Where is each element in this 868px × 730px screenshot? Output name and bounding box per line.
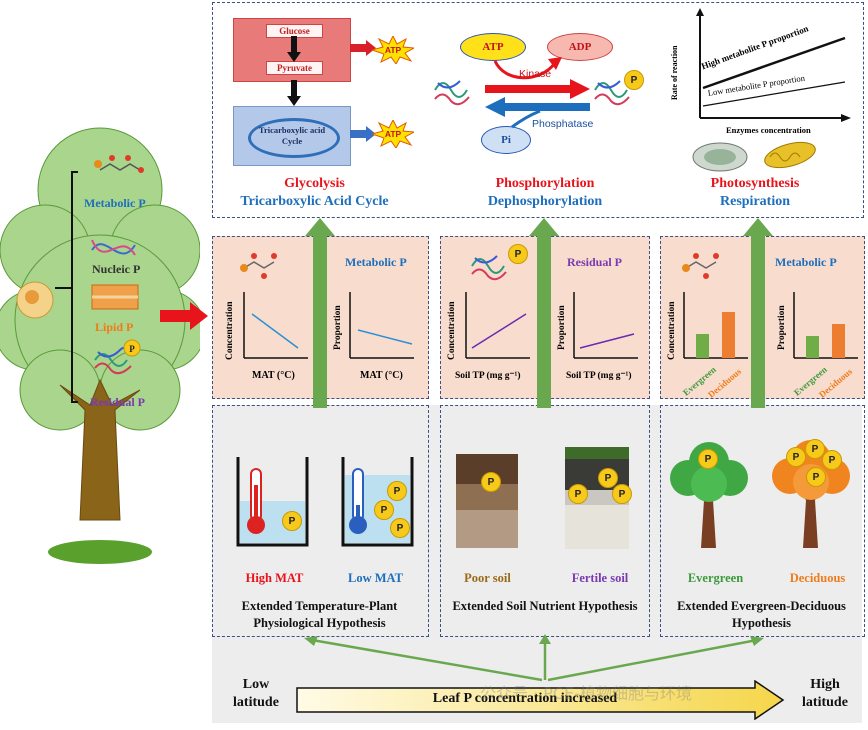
p-badge-icon: P	[387, 481, 407, 501]
panel1-y1: Concentration	[225, 301, 235, 360]
soil-hypothesis-title: Extended Soil Nutrient Hypothesis	[452, 599, 638, 613]
panel3-proportion-chart	[793, 292, 858, 359]
phosphatase-label: Phosphatase	[532, 118, 594, 130]
p-badge-icon: P	[508, 244, 528, 264]
red-arrow-icon	[350, 40, 376, 56]
hypotheses-background	[212, 405, 862, 723]
panel3-y2: Proportion	[777, 305, 787, 350]
panel3-y1: Concentration	[667, 301, 677, 360]
p-badge-icon: P	[624, 70, 644, 90]
down-arrow-icon	[287, 36, 301, 62]
panel2-y1: Concentration	[447, 301, 457, 360]
respiration-title: Respiration	[720, 194, 790, 209]
pyruvate-label: Pyruvate	[266, 61, 323, 75]
enzyme-axis-label: Enzymes concentration	[726, 125, 811, 135]
p-badge-icon: P	[390, 518, 410, 538]
panel2-proportion-chart	[573, 292, 638, 359]
p-badge-icon: P	[282, 511, 302, 531]
panel3-label: Metabolic P	[775, 255, 837, 269]
poor-soil-label: Poor soil	[464, 571, 511, 585]
p-badge-icon: P	[481, 472, 501, 492]
evergreen-hypothesis-title: Extended Evergreen-Deciduous Hypothesis	[677, 599, 846, 630]
panel2-x2: Soil TP (mg g⁻¹)	[566, 371, 632, 381]
kinase-label: Kinase	[519, 68, 552, 80]
deciduous-label: Deciduous	[789, 571, 846, 585]
atp-ellipse: ATP	[460, 33, 526, 61]
poor-soil-column-icon	[456, 454, 518, 548]
down-arrow-icon	[287, 80, 301, 106]
tca-label: Tricarboxylic acid Cycle	[258, 125, 326, 146]
leaf-p-arrow-label: Leaf P concentration increased	[432, 691, 618, 706]
metabolite-molecule-icon	[682, 253, 719, 279]
blue-arrow-icon	[350, 126, 376, 142]
pi-ellipse: Pi	[481, 126, 531, 154]
chloroplast-mitochondria-icon	[692, 141, 816, 172]
p-badge-icon: P	[822, 450, 842, 470]
latitude-gradient-arrow	[296, 680, 785, 720]
label-nucleic-p: Nucleic P	[92, 262, 141, 276]
converging-arrows	[304, 634, 764, 682]
photosynthesis-title: Photosynthesis	[710, 176, 800, 191]
green-up-arrow-icon	[529, 218, 559, 408]
p-badge-icon: P	[805, 439, 825, 459]
p-badge-icon: P	[806, 467, 826, 487]
panel2-label: Residual P	[567, 255, 623, 269]
panel1-label: Metabolic P	[345, 255, 407, 269]
deciduous-tree-icon	[772, 440, 850, 548]
panel2-x1: Soil TP (mg g⁻¹)	[455, 371, 521, 381]
green-up-arrow-icon	[305, 218, 335, 408]
green-up-arrow-icon	[743, 218, 773, 408]
p-symbol: P	[129, 344, 135, 354]
enzyme-rate-chart	[696, 8, 851, 122]
label-residual-p: Residual P	[90, 395, 146, 409]
red-arrow-icon	[160, 302, 208, 330]
phosphorylation-title: Phosphorylation	[495, 176, 595, 191]
metabolite-molecule-icon	[240, 253, 277, 279]
glycolysis-title: Glycolysis	[284, 176, 345, 191]
evergreen-tree-icon	[670, 442, 748, 548]
panel3-concentration-chart	[683, 292, 748, 359]
fertile-soil-label: Fertile soil	[571, 571, 629, 585]
watermark: 公众号 · PCE-植物细胞与环境	[480, 684, 692, 703]
dephosphorylation-title: Dephosphorylation	[487, 194, 603, 209]
panel1-x2: MAT (°C)	[360, 370, 403, 381]
atp-label: ATP	[384, 45, 402, 55]
atp-burst-icon	[372, 36, 414, 64]
p-badge-icon: P	[612, 484, 632, 504]
p-badge-icon: P	[698, 449, 718, 469]
temperature-hypothesis-title: Extended Temperature-Plant Physiological…	[241, 599, 398, 630]
low-mat-label: Low MAT	[348, 571, 403, 585]
adp-ellipse: ADP	[547, 33, 613, 61]
p-badge-icon: P	[598, 468, 618, 488]
tca-cycle-ring	[248, 118, 340, 158]
low-latitude-label: Low latitude	[233, 677, 279, 710]
panel1-proportion-chart	[349, 292, 414, 359]
p-badge-icon: P	[786, 447, 806, 467]
mechanism-panel	[212, 2, 864, 218]
label-lipid-p: Lipid P	[95, 320, 134, 334]
evergreen-label: Evergreen	[687, 571, 744, 585]
panel1-concentration-chart	[243, 292, 308, 359]
panel2-concentration-chart	[465, 292, 530, 359]
high-mat-label: High MAT	[245, 571, 304, 585]
atp-label: ATP	[384, 129, 402, 139]
rate-axis-label: Rate of reaction	[670, 45, 679, 101]
label-metabolic-p: Metabolic P	[84, 196, 146, 210]
protein-icon	[471, 255, 507, 281]
tree-illustration: P	[0, 120, 206, 580]
tca-title: Tricarboxylic Acid Cycle	[240, 194, 389, 209]
high-mat-beaker-icon	[236, 457, 309, 547]
panel1-x1: MAT (°C)	[252, 370, 295, 381]
p-badge-icon: P	[568, 484, 588, 504]
atp-burst-icon	[372, 120, 414, 148]
p-badge-icon: P	[374, 500, 394, 520]
high-latitude-label: High latitude	[802, 677, 848, 710]
phosphorylation-arrows	[434, 57, 630, 129]
